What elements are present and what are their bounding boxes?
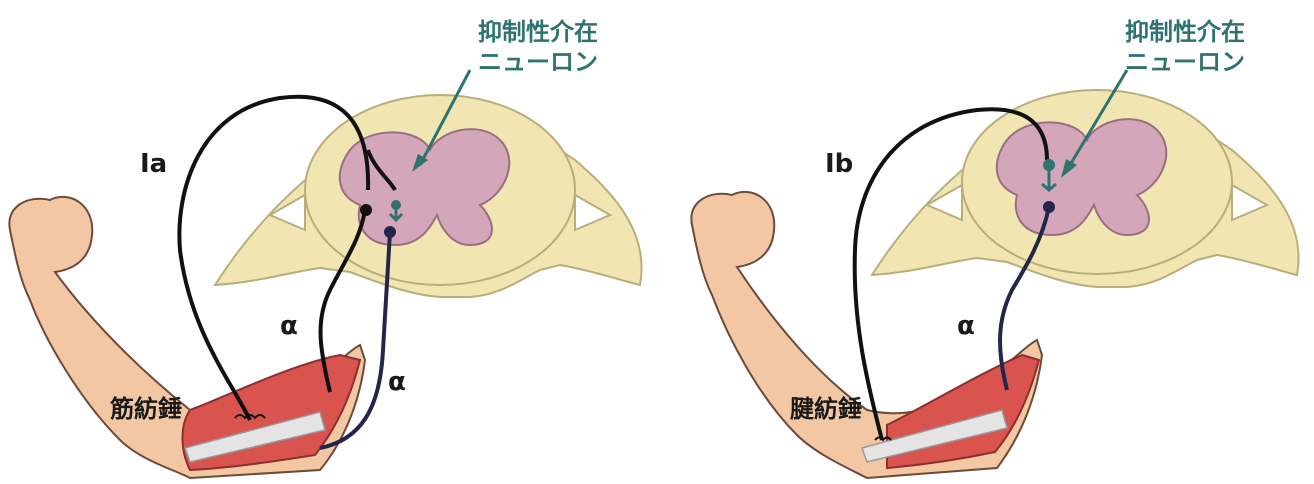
spinal-cord xyxy=(215,95,642,297)
afferent-label: Ia xyxy=(140,149,167,179)
spinal-grey-matter xyxy=(997,119,1167,235)
receptor-label: 筋紡錘 xyxy=(109,395,182,423)
alpha-motor-neuron xyxy=(1043,201,1055,213)
interneuron-label-line2: ニューロン xyxy=(478,48,598,76)
interneuron-label-line1: 抑制性介在 xyxy=(1125,18,1245,46)
panel-ib-reflex: 抑制性介在 ニューロン Ib α 腱紡錘 xyxy=(657,0,1314,484)
panel-ia-reflex: 抑制性介在 ニューロン Ia α α 筋紡錘 xyxy=(0,0,657,484)
afferent-label: Ib xyxy=(825,149,853,179)
alpha-label-agonist: α xyxy=(280,311,298,341)
alpha-label-antagonist: α xyxy=(388,367,406,397)
alpha-motor-neuron-antagonist xyxy=(384,226,396,238)
receptor-label: 腱紡錘 xyxy=(790,395,862,423)
ia-reflex-diagram: 抑制性介在 ニューロン Ia α α 筋紡錘 xyxy=(0,0,657,484)
interneuron-label-line1: 抑制性介在 xyxy=(478,18,598,46)
alpha-label: α xyxy=(957,311,975,341)
alpha-motor-neuron-agonist xyxy=(360,204,372,216)
ib-reflex-diagram: 抑制性介在 ニューロン Ib α 腱紡錘 xyxy=(657,0,1314,484)
interneuron-label-line2: ニューロン xyxy=(1125,48,1245,76)
